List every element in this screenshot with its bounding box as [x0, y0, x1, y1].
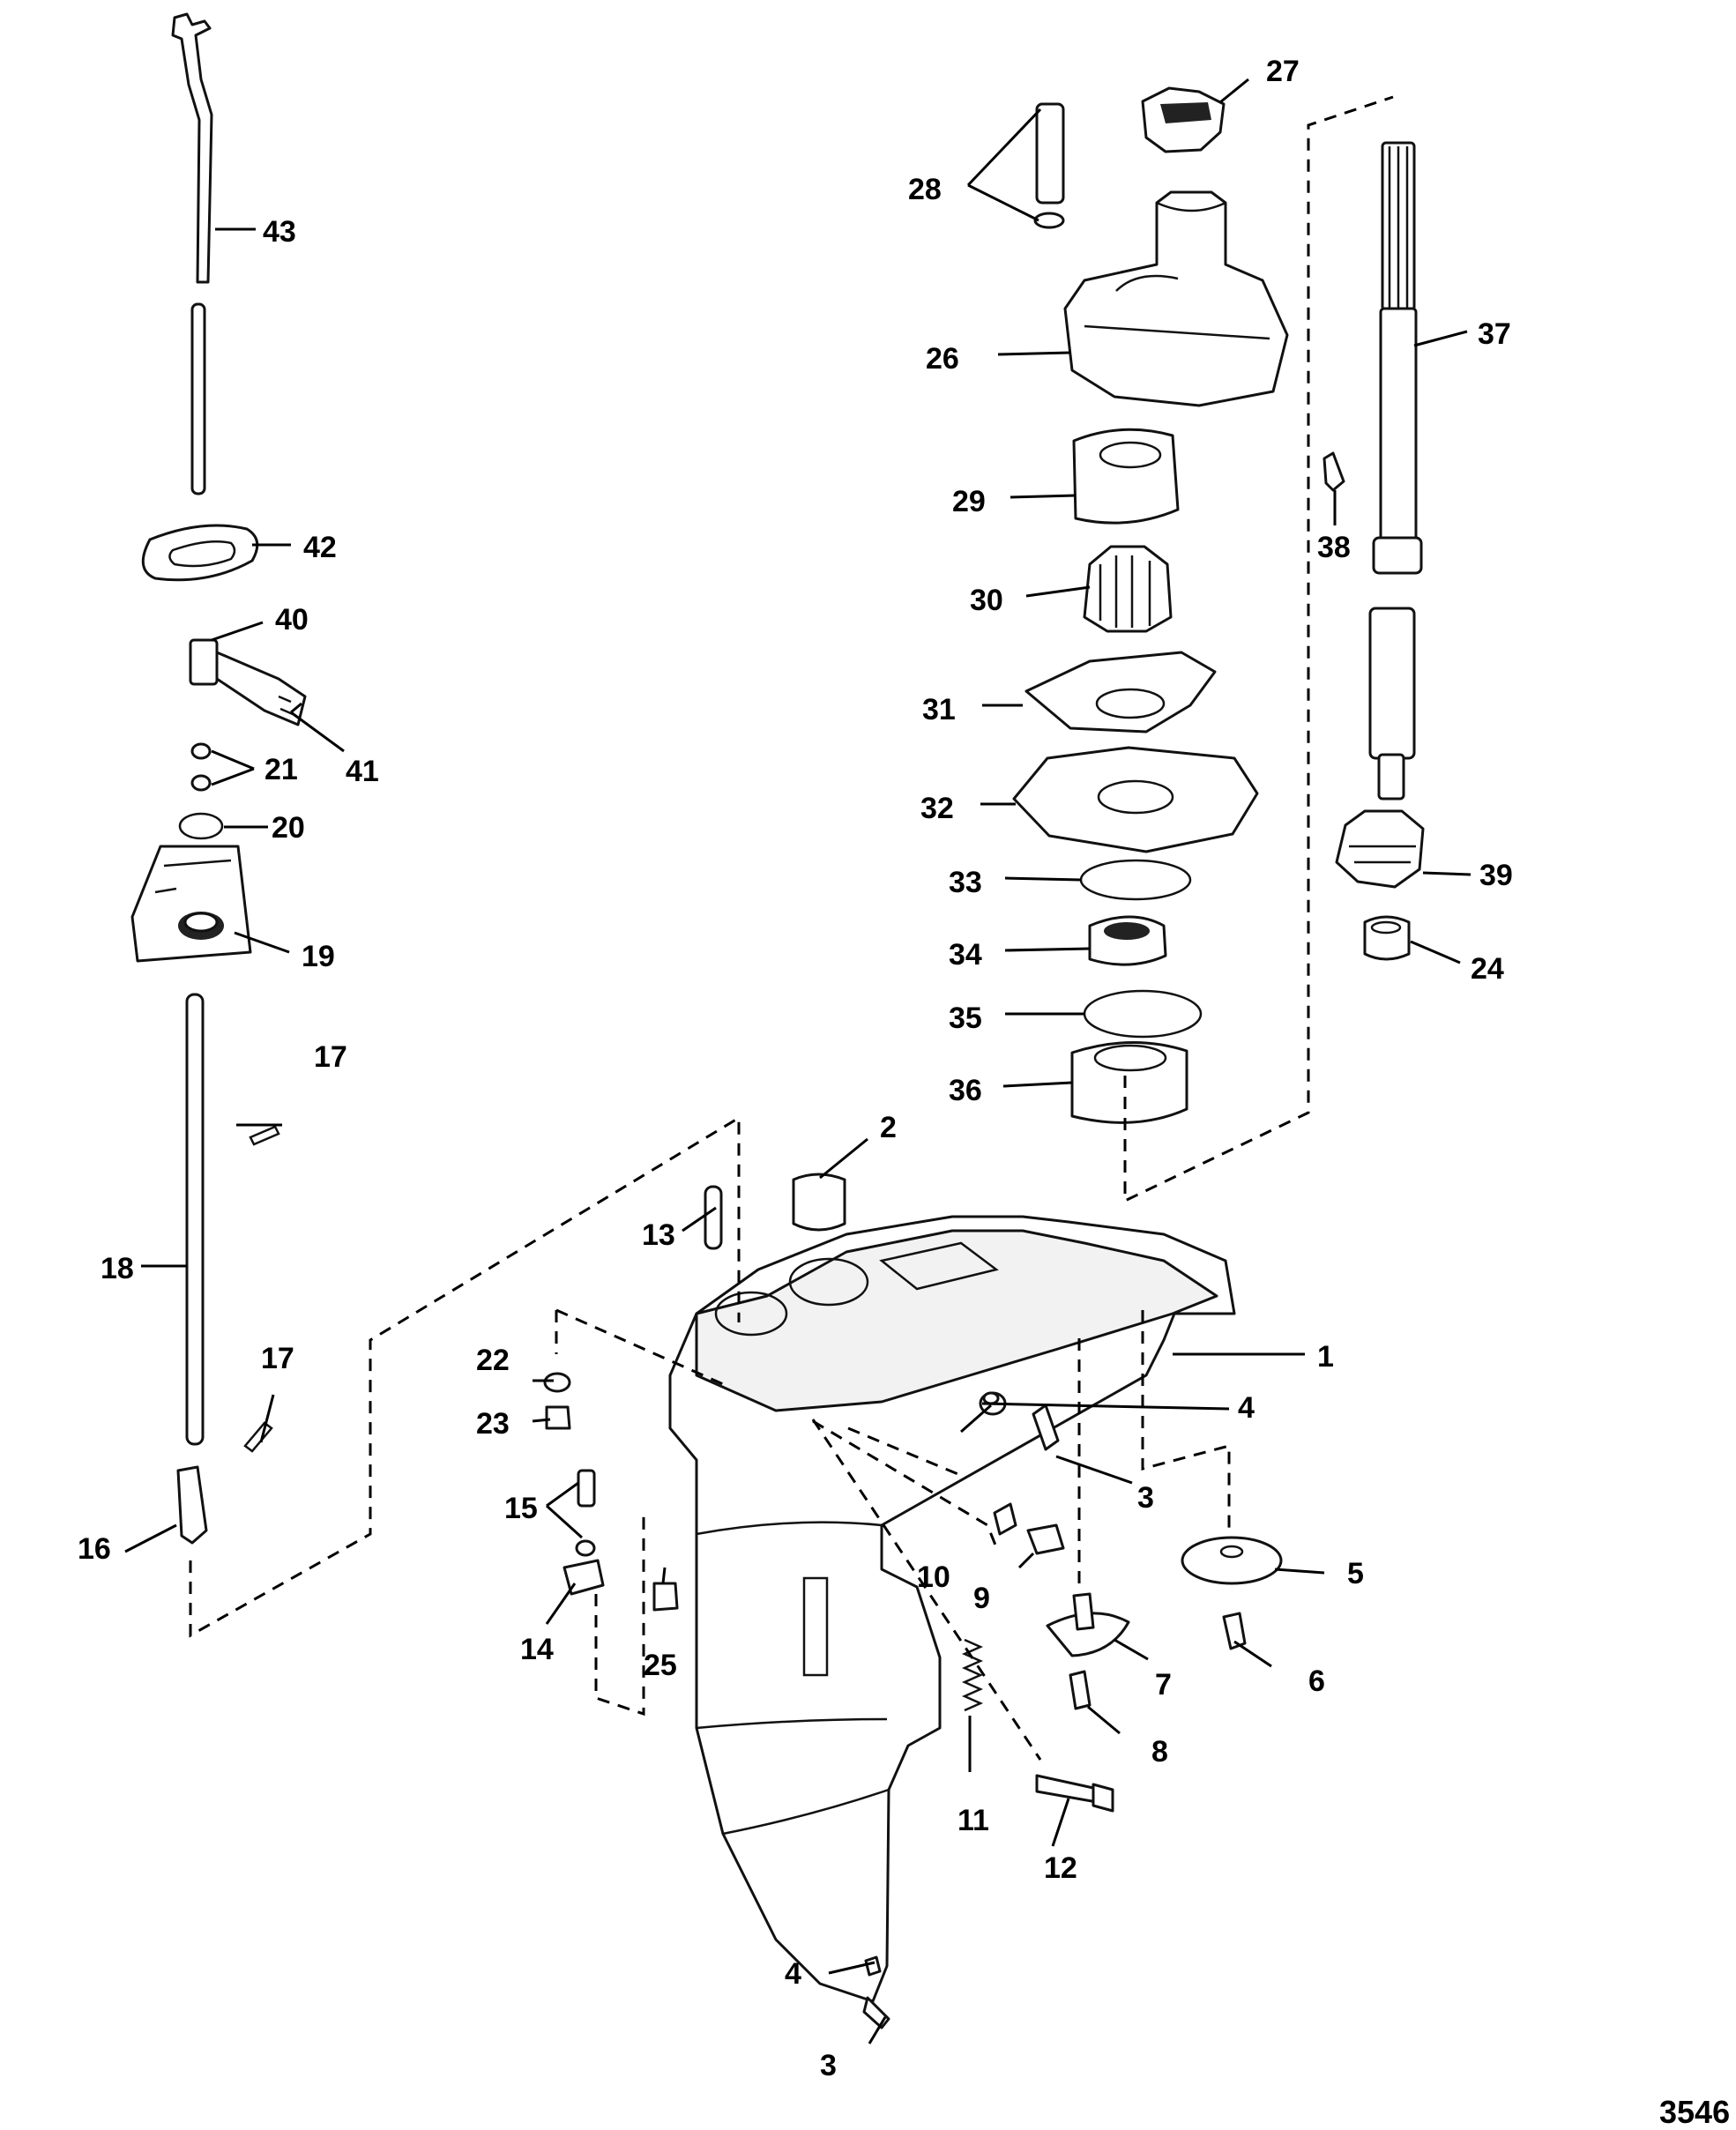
trim-tab [1181, 1536, 1283, 1650]
o-ring-20 [178, 812, 224, 840]
callout-16: 16 [78, 1532, 111, 1566]
callout-32: 32 [920, 792, 954, 825]
callout-labels: 1 2 3 3 4 4 5 6 7 8 9 10 11 12 13 14 15 … [78, 55, 1513, 2082]
oil-seal-carrier [1070, 1041, 1188, 1124]
shift-rod-upper [171, 12, 213, 495]
gasket-plate [1024, 651, 1217, 734]
pump-base [1012, 746, 1259, 853]
water-pump-housing [1063, 86, 1289, 407]
base-gasket-o-ring [1079, 859, 1192, 901]
callout-9: 9 [973, 1582, 990, 1615]
callout-1: 1 [1317, 1340, 1334, 1374]
callout-8: 8 [1151, 1735, 1168, 1769]
callout-3b: 3 [820, 2049, 837, 2082]
callout-23: 23 [476, 1407, 510, 1441]
callout-11: 11 [957, 1804, 989, 1837]
callout-31: 31 [922, 693, 956, 726]
water-tube-seal [792, 1173, 846, 1232]
bearing-34 [1088, 915, 1167, 966]
callout-28: 28 [908, 173, 942, 206]
callout-24: 24 [1471, 952, 1504, 986]
drive-key [1322, 451, 1345, 492]
callout-40: 40 [275, 603, 309, 637]
callout-19: 19 [302, 940, 335, 973]
pinion-gear [1335, 809, 1425, 889]
anode-7 [1046, 1592, 1130, 1710]
callout-42: 42 [303, 531, 337, 564]
dowel-pin [704, 1185, 723, 1250]
callout-4b: 4 [785, 1957, 801, 1991]
shift-bushing-housing [130, 845, 252, 963]
drive-shaft [1368, 141, 1423, 801]
callout-2: 2 [880, 1111, 897, 1144]
callout-33: 33 [949, 866, 982, 899]
callout-26: 26 [926, 342, 959, 376]
callout-12: 12 [1044, 1851, 1077, 1885]
alignment-lines [189, 95, 1394, 1761]
bolt-12 [1035, 1774, 1114, 1813]
callout-20: 20 [272, 811, 305, 845]
callout-10: 10 [917, 1560, 950, 1594]
impeller-cup [1072, 428, 1180, 525]
figure-reference-number: 3546 [1659, 2094, 1730, 2130]
callout-17b: 17 [261, 1342, 294, 1375]
circlips [190, 742, 212, 792]
nuts-22-23-25 [543, 1372, 679, 1612]
callout-34: 34 [949, 938, 982, 972]
callout-15: 15 [504, 1492, 538, 1525]
callout-37: 37 [1478, 317, 1511, 351]
spring-11 [961, 1638, 984, 1712]
gearcase-housing [668, 1215, 1236, 2003]
callout-21: 21 [264, 753, 298, 786]
o-ring-35 [1083, 989, 1203, 1039]
callout-36: 36 [949, 1074, 982, 1107]
bearing-24 [1363, 915, 1411, 961]
callout-41: 41 [346, 755, 379, 788]
callout-7: 7 [1155, 1668, 1172, 1702]
callout-17a: 17 [314, 1040, 347, 1074]
callout-5: 5 [1347, 1557, 1364, 1590]
callout-29: 29 [952, 485, 986, 518]
callout-6: 6 [1308, 1665, 1325, 1698]
callout-30: 30 [970, 584, 1003, 617]
shift-lever [189, 638, 307, 726]
callout-22: 22 [476, 1344, 510, 1377]
grommet [141, 524, 259, 582]
pump-bolt-washer [1033, 102, 1065, 229]
callout-13: 13 [642, 1218, 675, 1252]
callout-3a: 3 [1137, 1481, 1154, 1515]
callout-14: 14 [520, 1633, 554, 1666]
callout-4a: 4 [1238, 1391, 1255, 1425]
callout-18: 18 [101, 1252, 134, 1285]
impeller [1083, 545, 1173, 633]
shift-shaft [176, 993, 280, 1545]
callout-27: 27 [1266, 55, 1300, 88]
leader-lines [124, 78, 1472, 2044]
callout-39: 39 [1479, 859, 1513, 892]
callout-35: 35 [949, 1002, 982, 1035]
callout-38: 38 [1317, 531, 1351, 564]
callout-25: 25 [644, 1649, 677, 1682]
callout-43: 43 [263, 215, 296, 249]
